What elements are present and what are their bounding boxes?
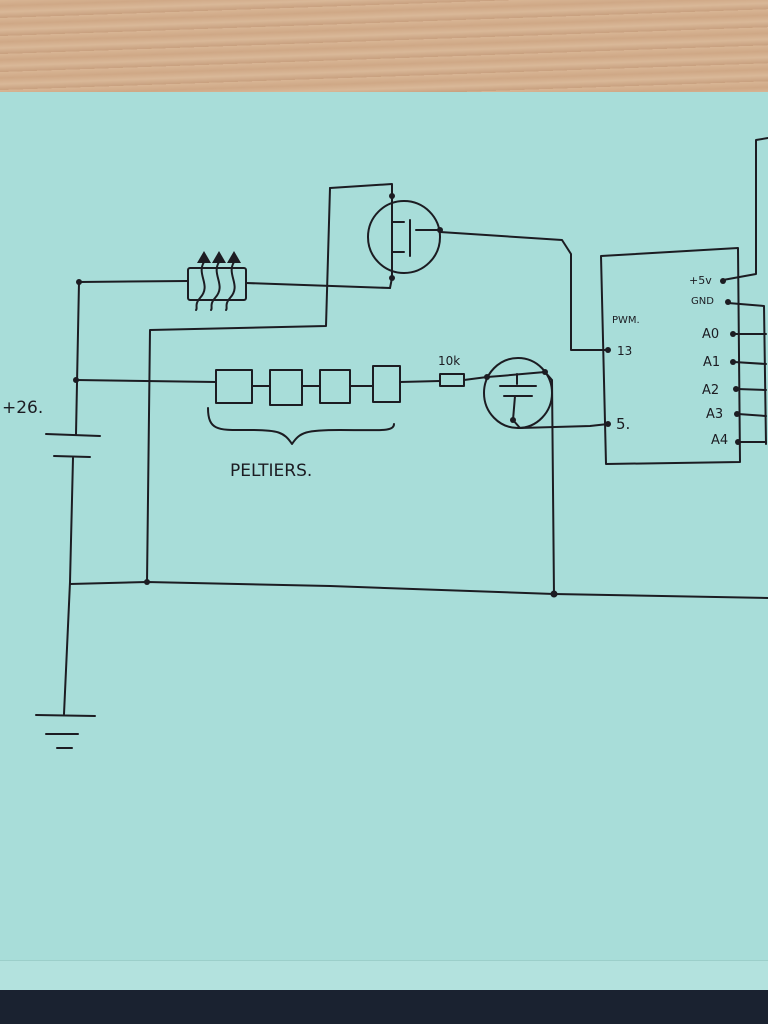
pin5-dot	[605, 421, 611, 427]
battery-symbol	[45, 433, 101, 458]
mosfet-top	[146, 183, 609, 584]
pin-a4-dot	[735, 439, 741, 445]
mosfet-lower	[483, 357, 609, 597]
junction-dot	[484, 374, 490, 380]
junction-dot	[550, 590, 558, 598]
junction-dot	[542, 369, 548, 375]
resistor-label: 10k	[438, 354, 460, 368]
pwm-label: PWM.	[612, 315, 640, 326]
left-rail-wire	[63, 280, 189, 715]
pin-gnd-label: GND	[691, 296, 714, 307]
pin-5v-label: +5v	[689, 274, 712, 287]
junction-dot	[76, 279, 82, 285]
pin13-label: 13	[617, 344, 632, 358]
pin-a2-dot	[733, 386, 739, 392]
pin-5v-dot	[720, 278, 726, 284]
junction-dot	[437, 227, 443, 233]
pin-a3-label: A3	[706, 407, 723, 422]
junction-dot	[510, 417, 516, 423]
resistor-10k	[439, 373, 488, 387]
pin-gnd-dot	[725, 299, 731, 305]
peltier-chain	[75, 365, 441, 445]
pin-a1-label: A1	[703, 355, 720, 370]
pin-a3-dot	[734, 411, 740, 417]
ground-return-wire	[69, 581, 768, 599]
pin-a2-label: A2	[702, 383, 719, 398]
heater-element	[187, 251, 391, 311]
junction-dot	[389, 193, 395, 199]
supply-label: +26.	[2, 398, 43, 418]
junction-dot	[144, 579, 150, 585]
pin-a0-label: A0	[702, 327, 719, 342]
ground-symbol	[35, 714, 96, 749]
pin-a0-dot	[730, 331, 736, 337]
desk-edge	[0, 990, 768, 1024]
pin-a1-dot	[730, 359, 736, 365]
peltiers-label: PELTIERS.	[230, 461, 312, 481]
junction-dot	[389, 275, 395, 281]
desk-background	[0, 0, 768, 96]
pin-a4-label: A4	[711, 433, 728, 448]
paper-sheet	[0, 92, 768, 1014]
arduino-board	[600, 137, 768, 465]
pin5-label: 5.	[616, 415, 630, 433]
pin13-dot	[605, 347, 611, 353]
